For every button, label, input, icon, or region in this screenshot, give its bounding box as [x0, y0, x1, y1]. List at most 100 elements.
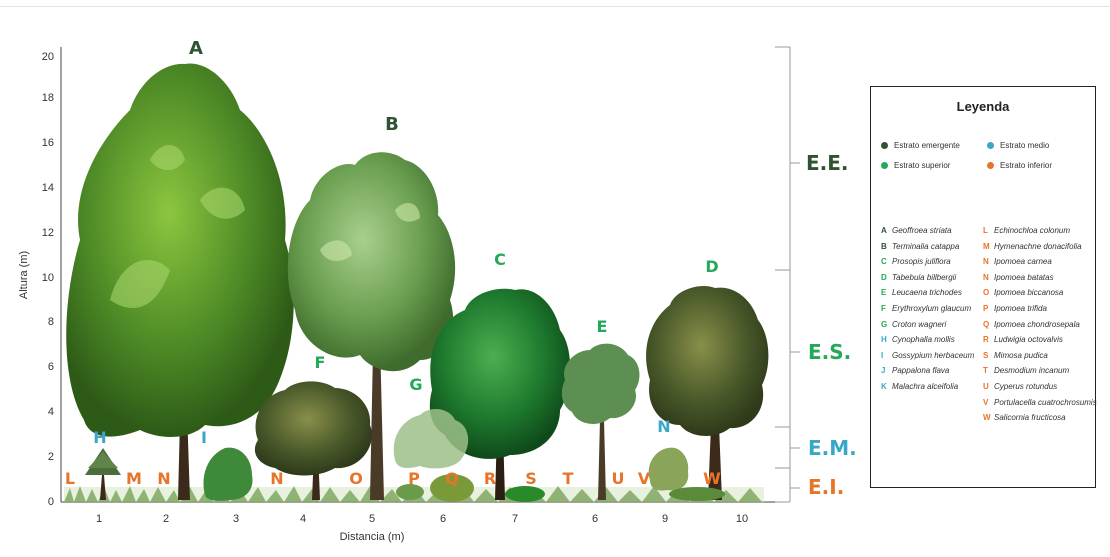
y-tick-label: 2: [48, 451, 54, 463]
x-tick-label: 2: [163, 513, 169, 525]
y-tick-label: 4: [48, 406, 54, 418]
plant-label-f: F: [315, 353, 326, 372]
x-tick-label: 1: [96, 513, 102, 525]
species-code: T: [983, 366, 988, 376]
species-name: Croton wagneri: [892, 319, 947, 329]
legend-stratum-emergent: Estrato emergente: [881, 141, 960, 150]
plant-label-o: O: [349, 469, 363, 488]
plant-d-tree: [646, 285, 769, 500]
plant-h-shrub: [85, 448, 121, 500]
y-tick-label: 16: [42, 137, 54, 149]
legend-species-item: Q Ipomoea chondrosepala: [983, 317, 1097, 333]
plant-i-shrub: [203, 447, 253, 501]
x-tick-label: 6: [440, 513, 446, 525]
plant-label-g: G: [409, 375, 422, 394]
species-code: A: [881, 226, 887, 235]
species-name: Ipomoea trifida: [994, 303, 1047, 313]
strata-brackets-lines: [775, 46, 800, 503]
species-name: Echinochloa colonum: [994, 226, 1071, 235]
plant-label-h: H: [93, 428, 106, 447]
legend-species-item: G Croton wagneri: [881, 317, 974, 333]
plant-g-shrub: [393, 408, 469, 469]
x-tick-label: 9: [662, 513, 668, 525]
species-name: Ipomoea biccanosa: [994, 288, 1064, 298]
species-name: Leucaena trichodes: [892, 288, 962, 298]
legend-species-item: L Echinochloa colonum: [983, 223, 1097, 239]
stratum-dot-icon: [987, 142, 994, 150]
species-code: B: [881, 241, 887, 251]
legend-stratum-middle: Estrato medio: [987, 141, 1049, 150]
legend-species-item: D Tabebuia billbergii: [881, 270, 974, 286]
y-tick-label: 0: [48, 496, 54, 508]
species-code: V: [983, 397, 989, 407]
y-tick-label: 14: [42, 182, 54, 194]
legend-species-item: O Ipomoea biccanosa: [983, 285, 1097, 301]
plant-label-r: R: [484, 469, 496, 488]
species-code: H: [881, 335, 887, 345]
legend-species-item: S Mimosa pudica: [983, 348, 1097, 364]
species-code: K: [881, 381, 887, 391]
plant-label-v: V: [638, 469, 651, 488]
legend-stratum-upper: Estrato superior: [881, 161, 950, 170]
species-code: G: [881, 319, 888, 329]
y-tick-label: 10: [42, 272, 54, 284]
species-code: S: [983, 350, 989, 360]
y-tick-labels: 0 2 4 6 8 10 12 14 16 18 20: [42, 51, 54, 508]
plant-label-n: N: [157, 469, 170, 488]
species-name: Tabebuia billbergii: [892, 272, 957, 282]
vegetation-profile-diagram: 0 2 4 6 8 10 12 14 16 18 20 Altura (m) 1…: [18, 38, 857, 543]
plant-label-i: I: [201, 428, 207, 447]
plant-label-p: P: [408, 469, 420, 488]
species-code: E: [881, 288, 887, 298]
legend-species-item: K Malachra alceifolia: [881, 379, 974, 395]
legend-stratum-lower: Estrato inferior: [987, 161, 1052, 170]
plant-label-q: Q: [445, 469, 459, 488]
x-tick-label: 3: [233, 513, 239, 525]
species-name: Ipomoea carnea: [994, 257, 1052, 267]
legend-stratum-label: Estrato medio: [1000, 141, 1050, 150]
species-name: Ludwigia octovalvis: [994, 335, 1063, 345]
species-name: Salicornia fructicosa: [994, 413, 1066, 423]
ground-herbs: [396, 474, 725, 502]
species-code: O: [983, 288, 990, 298]
species-code: Q: [983, 319, 990, 329]
stratum-label-emergent: E.E.: [806, 151, 849, 175]
plant-label-b: B: [385, 114, 399, 135]
plant-label-a: A: [189, 38, 203, 59]
plant-f-tree: [254, 381, 372, 500]
plant-label-l: L: [65, 469, 75, 488]
species-name: Ipomoea batatas: [994, 272, 1054, 282]
plant-label-s: S: [525, 469, 537, 488]
plant-label-e: E: [597, 317, 608, 336]
species-code: D: [881, 272, 887, 282]
species-name: Mimosa pudica: [994, 350, 1048, 360]
species-name: Geoffroea striata: [892, 226, 952, 235]
x-tick-label: 4: [300, 513, 306, 525]
top-divider: [0, 6, 1110, 7]
species-code: L: [983, 226, 988, 235]
species-name: Prosopis juliflora: [892, 257, 951, 267]
legend-stratum-label: Estrato emergente: [894, 141, 960, 150]
legend-species-item: R Ludwigia octovalvis: [983, 332, 1097, 348]
plant-a-tree: [66, 63, 294, 500]
species-name: Ipomoea chondrosepala: [994, 319, 1080, 329]
y-axis-title: Altura (m): [18, 251, 30, 299]
species-code: R: [983, 335, 989, 345]
y-tick-label: 18: [42, 92, 54, 104]
legend-species-item: A Geoffroea striata: [881, 223, 974, 239]
species-code: I: [881, 350, 884, 360]
species-name: Cynophalla mollis: [892, 335, 955, 345]
plant-label-t: T: [563, 469, 574, 488]
x-tick-label: 10: [736, 513, 748, 525]
species-name: Malachra alceifolia: [892, 381, 959, 391]
x-axis-title: Distancia (m): [340, 531, 405, 543]
